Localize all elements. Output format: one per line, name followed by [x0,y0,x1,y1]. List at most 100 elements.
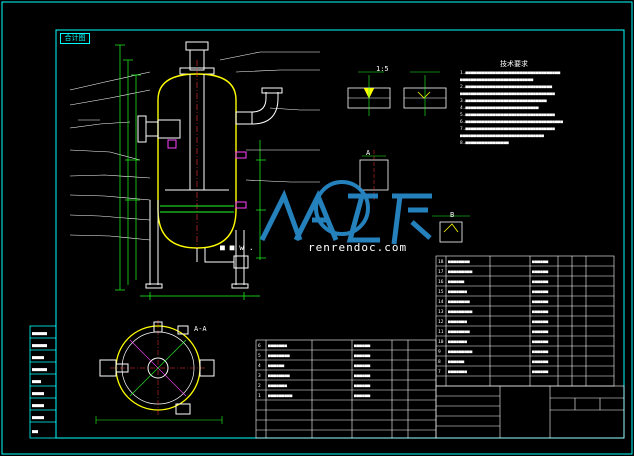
detail-views [347,71,470,243]
svg-text:■■■■■■: ■■■■■■ [532,290,549,295]
svg-text:4.■■■■■■■■■■■■■■■■■■■■■■■■■■■: 4.■■■■■■■■■■■■■■■■■■■■■■■■■■■ [460,105,539,111]
svg-text:3.■■■■■■■■■■■■■■■■■■■■■■■■■■■■: 3.■■■■■■■■■■■■■■■■■■■■■■■■■■■■■■ [460,98,547,104]
parts-list-right [435,255,615,387]
svg-text:■■■■■■: ■■■■■■ [532,350,549,355]
svg-text:16: 16 [438,279,444,285]
svg-text:6: 6 [258,343,261,349]
svg-text:■■■■■■■: ■■■■■■■ [448,320,467,325]
svg-text:■■■■■■■: ■■■■■■■ [448,290,467,295]
svg-text:■■■■■■■■: ■■■■■■■■ [448,260,470,265]
svg-text:1: 1 [258,393,261,399]
vessel-front-view [137,41,283,300]
svg-text:8.■■■■■■■■■■■■■■■■: 8.■■■■■■■■■■■■■■■■ [460,140,509,146]
svg-text:■■■■■: ■■■■■ [32,343,47,349]
svg-text:■■■■: ■■■■ [32,355,44,361]
svg-text:■■■■■■: ■■■■■■ [354,384,371,389]
svg-text:1.■■■■■■■■■■■■■■■■■■■■■■■■■■■■: 1.■■■■■■■■■■■■■■■■■■■■■■■■■■■■■■■■■■■ [460,70,561,76]
svg-text:■■■■■■: ■■■■■■ [532,270,549,275]
svg-text:■■■■: ■■■■ [32,403,44,409]
svg-text:■■■■■■■■: ■■■■■■■■ [268,374,290,379]
svg-text:■■■■■■■■■: ■■■■■■■■■ [448,310,473,315]
svg-text:■■■■: ■■■■ [32,391,44,397]
svg-text:■■■: ■■■ [32,379,41,385]
title-stamp: 合计图 [60,33,90,44]
svg-text:8: 8 [438,359,441,365]
svg-text:■■■■■■: ■■■■■■ [354,394,371,399]
svg-text:5.■■■■■■■■■■■■■■■■■■■■■■■■■■■■: 5.■■■■■■■■■■■■■■■■■■■■■■■■■■■■■■■■■ [460,112,555,118]
svg-text:■■■■■■■■: ■■■■■■■■ [268,354,290,359]
svg-text:■■■■■■: ■■■■■■ [532,330,549,335]
vertical-dimensions [115,44,141,291]
svg-text:■■■■■■■■: ■■■■■■■■ [448,300,470,305]
svg-text:■■■■■■■■■■■■■■■■■■■■■■■■■■■: ■■■■■■■■■■■■■■■■■■■■■■■■■■■ [460,78,533,83]
plan-view-label: A-A [194,325,207,333]
svg-text:■■■■■■■■: ■■■■■■■■ [448,330,470,335]
watermark-dots: ■ ■ w . [220,243,254,252]
svg-text:2: 2 [258,383,261,389]
svg-text:■■■■■■: ■■■■■■ [268,364,285,369]
svg-text:■■■■■■: ■■■■■■ [354,344,371,349]
svg-text:■■■■■■: ■■■■■■ [448,280,465,285]
svg-text:■■■■■■: ■■■■■■ [532,370,549,375]
svg-text:■■■■■■: ■■■■■■ [448,360,465,365]
svg-text:■■■■■■■■■■■■■■■■■■■■■■■■■■■■■■: ■■■■■■■■■■■■■■■■■■■■■■■■■■■■■■■■■■■ [460,92,555,97]
svg-text:10: 10 [438,339,444,345]
left-column-text: ■■■■■ ■■■■■ ■■■■ ■■■■■ ■■■ ■■■■ ■■■■ ■■■… [32,331,47,435]
svg-text:■■■■■■: ■■■■■■ [354,354,371,359]
svg-text:9: 9 [438,349,441,355]
technical-notes: 技术要求 1.■■■■■■■■■■■■■■■■■■■■■■■■■■■■■■■■■… [460,59,563,146]
svg-text:11: 11 [438,329,444,335]
svg-text:■■■■■■: ■■■■■■ [532,300,549,305]
detail-b-label: B [450,211,455,219]
svg-text:13: 13 [438,309,444,315]
svg-text:■■■■■■■: ■■■■■■■ [448,340,467,345]
svg-text:■■: ■■ [32,429,38,435]
left-leader-lines [69,71,151,241]
svg-text:■■■■■■: ■■■■■■ [532,340,549,345]
notes-title: 技术要求 [500,59,528,68]
svg-text:■■■■■■■■■■■■■■■■■■■■■■■■■■■■■■: ■■■■■■■■■■■■■■■■■■■■■■■■■■■■■■■ [460,134,544,139]
svg-text:7: 7 [438,369,441,375]
svg-text:■■■■■■■■■: ■■■■■■■■■ [448,350,473,355]
vessel-plan-view [95,320,223,424]
svg-text:3: 3 [258,373,261,379]
svg-text:18: 18 [438,259,444,265]
svg-text:■■■■■■: ■■■■■■ [532,360,549,365]
svg-text:■■■■■: ■■■■■ [32,367,47,373]
svg-text:■■■■■■■■■: ■■■■■■■■■ [448,270,473,275]
svg-text:15: 15 [438,289,444,295]
svg-text:■■■■■■■■■: ■■■■■■■■■ [268,394,293,399]
svg-text:7.■■■■■■■■■■■■■■■■■■■■■■■■■■■■: 7.■■■■■■■■■■■■■■■■■■■■■■■■■■■■■■■■■ [460,126,555,132]
detail-a-label: A [366,149,371,157]
svg-text:■■■■■■: ■■■■■■ [532,310,549,315]
svg-text:■■■■: ■■■■ [32,415,44,421]
svg-text:■■■■■: ■■■■■ [32,331,47,337]
svg-text:■■■■■■■: ■■■■■■■ [268,344,287,349]
watermark-url: renrendoc.com [308,241,408,254]
svg-text:5: 5 [258,353,261,359]
svg-text:4: 4 [258,363,261,369]
svg-text:14: 14 [438,299,444,305]
parts-list-bottom [255,339,437,439]
parts-list-right-text: 18■■■■■■■■■■■■■■ 17■■■■■■■■■■■■■■■ 16■■■… [438,259,549,375]
watermark-logo [259,180,432,245]
title-block [435,385,625,439]
svg-text:6.■■■■■■■■■■■■■■■■■■■■■■■■■■■■: 6.■■■■■■■■■■■■■■■■■■■■■■■■■■■■■■■■■■■■ [460,119,563,125]
svg-text:■■■■■■: ■■■■■■ [532,320,549,325]
svg-text:2.■■■■■■■■■■■■■■■■■■■■■■■■■■■■: 2.■■■■■■■■■■■■■■■■■■■■■■■■■■■■■■■■ [460,84,552,90]
svg-text:■■■■■■■: ■■■■■■■ [448,370,467,375]
svg-text:■■■■■■: ■■■■■■ [354,374,371,379]
parts-list-bottom-text: 6■■■■■■■■■■■■■ 5■■■■■■■■■■■■■■ 4■■■■■■■■… [258,343,371,399]
svg-text:■■■■■■: ■■■■■■ [532,280,549,285]
right-leader-lines [219,51,320,183]
svg-text:■■■■■■: ■■■■■■ [532,260,549,265]
svg-text:■■■■■■: ■■■■■■ [354,364,371,369]
svg-text:17: 17 [438,269,444,275]
right-dimensions [256,140,266,260]
scale-note: 1:5 [376,65,389,73]
left-title-column [29,325,57,439]
svg-text:■■■■■■■: ■■■■■■■ [268,384,287,389]
svg-text:12: 12 [438,319,444,325]
